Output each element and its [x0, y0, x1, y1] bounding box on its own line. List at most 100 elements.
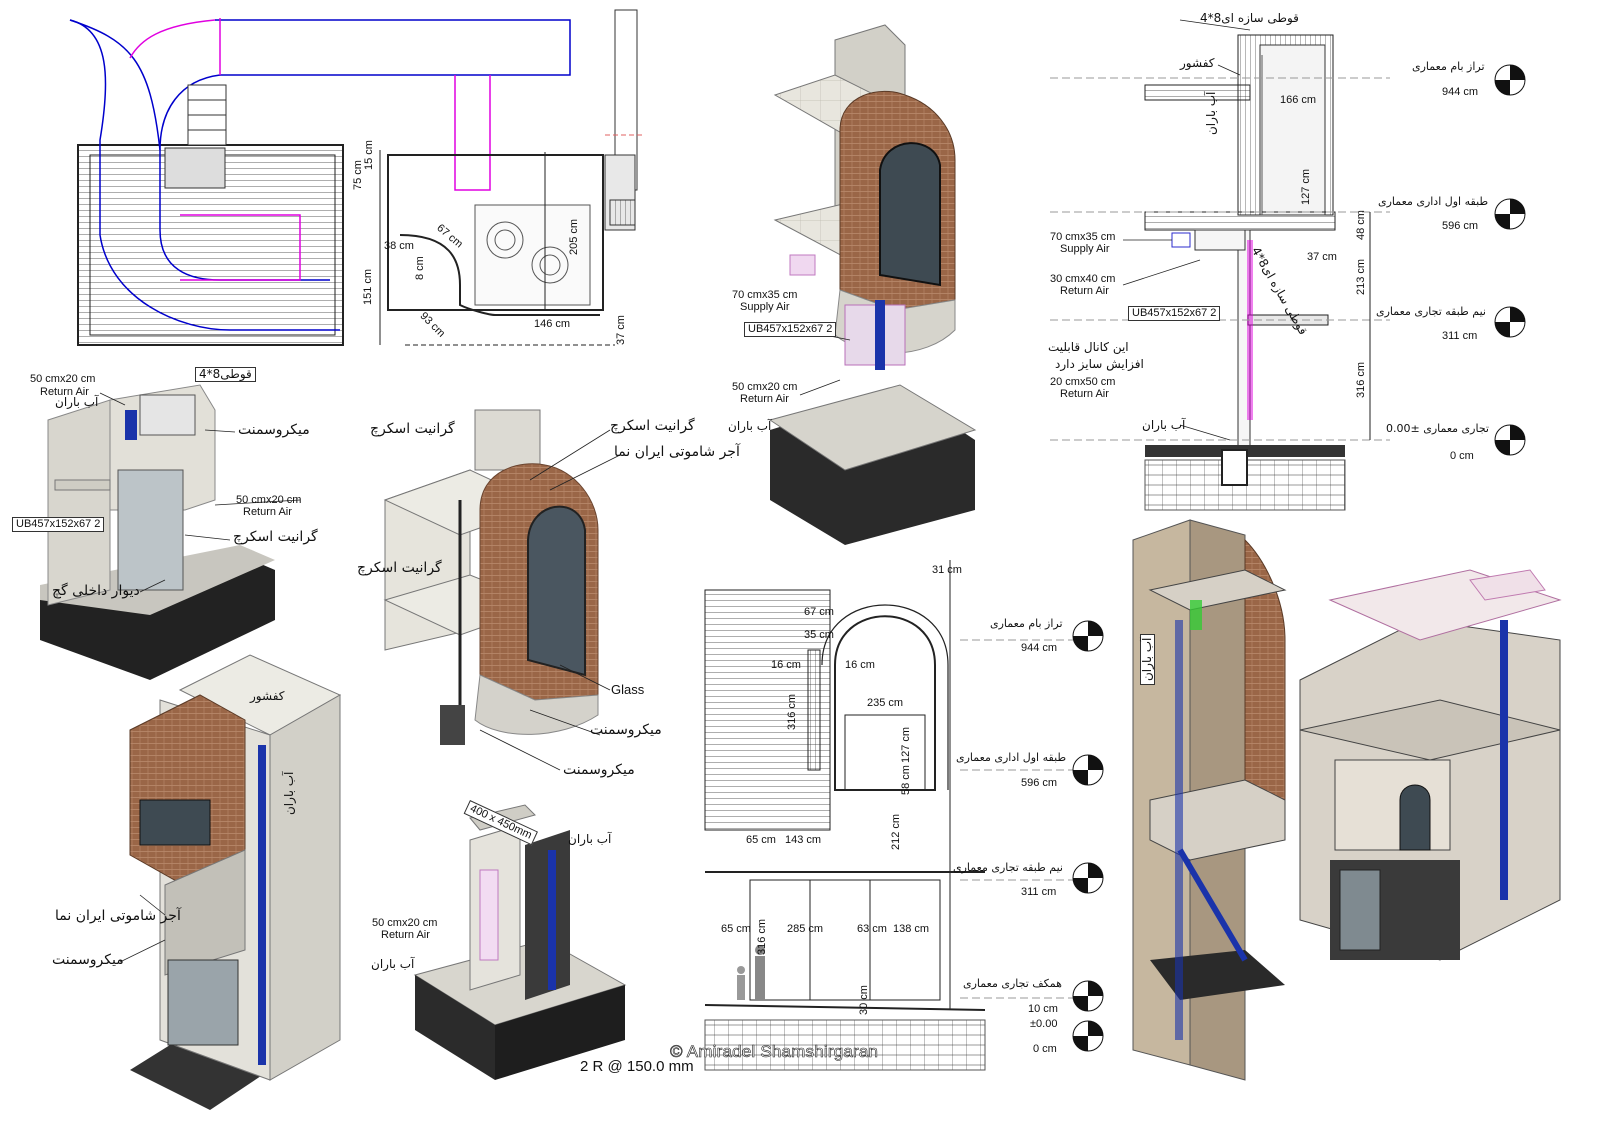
section-steel-box-1: قوطی سازه ای8*4: [1200, 11, 1299, 25]
elev-level-zero-value: 0 cm: [1033, 1043, 1057, 1055]
iso-b-granite-2: گرانیت اسکرچ: [610, 418, 695, 434]
iso-right-rainwater: آب باران: [1140, 633, 1155, 685]
section-rainwater-1: آب باران: [1204, 91, 1218, 135]
section-supply-air: Supply Air: [1060, 243, 1110, 255]
iso-top-return-size: 50 cmx20 cm: [732, 381, 798, 393]
iso-c-rainwater: آب باران: [282, 771, 296, 815]
elev-level-first-value: 596 cm: [1021, 777, 1058, 789]
iso-a-duct-size: 50 cmx20 cm: [30, 373, 96, 385]
section-note-2: افزایش سایز دارد: [1055, 357, 1144, 371]
iso-a-granite: گرانیت اسکرچ: [233, 529, 318, 545]
iso-view-a: [40, 384, 275, 680]
elev-level-ground-value: 10 cm: [1028, 1003, 1058, 1015]
elev-dim-212: 212 cm: [890, 813, 902, 850]
elev-dim-235: 235 cm: [867, 697, 904, 709]
elev-level-zero-name: ±0.00: [1030, 1018, 1058, 1030]
section-duct-return-air: Return Air: [1060, 388, 1109, 400]
elev-level-first-name: طبقه اول اداری معماری: [956, 751, 1067, 764]
iso-d-return-air: Return Air: [381, 929, 430, 941]
elev-level-ground-name: همکف تجاری معماری: [963, 977, 1062, 990]
section-floor-drain: کفشور: [1180, 56, 1215, 70]
iso-d-duct-size: 50 cmx20 cm: [372, 917, 438, 929]
elev-dim-127: 127 cm: [900, 726, 912, 763]
human-figures: [737, 945, 765, 1000]
elev-dim-138: 138 cm: [893, 923, 930, 935]
iso-b-granite-1: گرانیت اسکرچ: [370, 421, 455, 437]
iso-view-right-column: [1132, 519, 1287, 1081]
section-level-first-name: طبقه اول اداری معماری: [1378, 195, 1489, 208]
section-dim-48: 48 cm: [1355, 210, 1367, 240]
level-marker-symbols: [1494, 64, 1526, 456]
iso-a-rainwater: آب باران: [55, 395, 99, 409]
iso-a-return-air-2: Return Air: [243, 506, 292, 518]
iso-view-c: [129, 654, 342, 1110]
section-beam: UB457x152x67 2: [1128, 306, 1221, 321]
section-rainwater-2: آب باران: [1142, 418, 1186, 432]
section-supply-size: 70 cmx35 cm: [1050, 231, 1116, 243]
iso-view-b: [383, 409, 599, 745]
section-level-mezz-value: 311 cm: [1442, 330, 1478, 342]
section-return-size: 30 cmx40 cm: [1050, 273, 1116, 285]
iso-d-rainwater-1: آب باران: [568, 832, 612, 846]
iso-top-rainwater: آب باران: [728, 419, 772, 433]
iso-c-brick: آجر شاموتی ایران نما: [55, 908, 181, 924]
section-dim-316: 316 cm: [1355, 361, 1367, 398]
floor-plan: [69, 9, 645, 346]
section-note-1: این کانال قابلیت: [1048, 340, 1129, 354]
iso-a-steel-box: قوطی8*4: [195, 367, 256, 382]
iso-top-supply-air: Supply Air: [740, 301, 790, 313]
section-dim-127: 127 cm: [1300, 168, 1312, 205]
iso-b-granite-3: گرانیت اسکرچ: [357, 560, 442, 576]
elev-dim-31: 31 cm: [932, 564, 962, 576]
section-level-roof-value: 944 cm: [1442, 86, 1479, 98]
iso-d-rainwater-2: آب باران: [371, 957, 415, 971]
section-level-first-value: 596 cm: [1442, 220, 1479, 232]
elevation: [704, 560, 1104, 1071]
plan-dim-146: 146 cm: [534, 318, 571, 330]
iso-top-return-air: Return Air: [740, 393, 789, 405]
plan-dim-38: 38 cm: [384, 240, 414, 252]
leader-lines: [99, 19, 1251, 963]
iso-c-microcement: میکروسمنت: [52, 952, 124, 968]
plan-dim-151: 151 cm: [362, 268, 374, 305]
iso-view-far-right: [1299, 569, 1562, 961]
section-duct-size: 20 cmx50 cm: [1050, 376, 1116, 388]
elev-dim-143: 143 cm: [785, 834, 822, 846]
elev-dim-63: 63 cm: [857, 923, 887, 935]
elev-level-mezz-value: 311 cm: [1021, 886, 1057, 898]
iso-b-glass: Glass: [611, 682, 645, 697]
elev-level-roof-name: تراز بام معماری: [990, 617, 1063, 630]
plan-dim-37: 37 cm: [615, 315, 627, 345]
elev-dim-65a: 65 cm: [746, 834, 776, 846]
iso-a-return-air: Return Air: [40, 386, 89, 398]
section-level-roof-name: تراز بام معماری: [1412, 60, 1485, 73]
iso-top-beam: UB457x152x67 2: [744, 322, 837, 337]
iso-a-duct-size-2: 50 cmx20 cm: [236, 494, 302, 506]
elev-level-mezz-name: نیم طبقه تجاری معماری: [953, 861, 1063, 874]
elev-dim-35: 35 cm: [804, 629, 834, 641]
elev-dim-16b: 16 cm: [845, 659, 875, 671]
elev-dim-316b: 316 cm: [756, 918, 768, 955]
iso-b-microcement-2: میکروسمنت: [563, 762, 635, 778]
elev-level-roof-value: 944 cm: [1021, 642, 1058, 654]
section-level-ground-name: تجاری معماری ±0.00: [1386, 422, 1489, 435]
section-return-air: Return Air: [1060, 285, 1109, 297]
elev-dim-67: 67 cm: [804, 606, 834, 618]
iso-c-floor-drain: کفشور: [250, 689, 285, 703]
elev-dim-285: 285 cm: [787, 923, 824, 935]
iso-top-supply-size: 70 cmx35 cm: [732, 289, 798, 301]
plan-dim-15: 15 cm: [363, 140, 375, 170]
iso-view-d: [413, 804, 627, 1080]
plan-dim-8: 8 cm: [414, 256, 426, 280]
section-dim-213: 213 cm: [1355, 258, 1367, 295]
scale-note: 2 R @ 150.0 mm: [580, 1058, 694, 1075]
elevation-level-symbols: [1072, 620, 1104, 1052]
section-dim-37: 37 cm: [1307, 251, 1337, 263]
copyright-text: © Amiradel Shamshirgaran: [670, 1042, 879, 1062]
iso-a-microcement: میکروسمنت: [238, 422, 310, 438]
iso-a-beam: UB457x152x67 2: [12, 517, 105, 532]
iso-b-brick: آجر شاموتی ایران نما: [614, 444, 740, 460]
section-level-ground-value: 0 cm: [1450, 450, 1474, 462]
elev-dim-58: 58 cm: [900, 765, 912, 795]
